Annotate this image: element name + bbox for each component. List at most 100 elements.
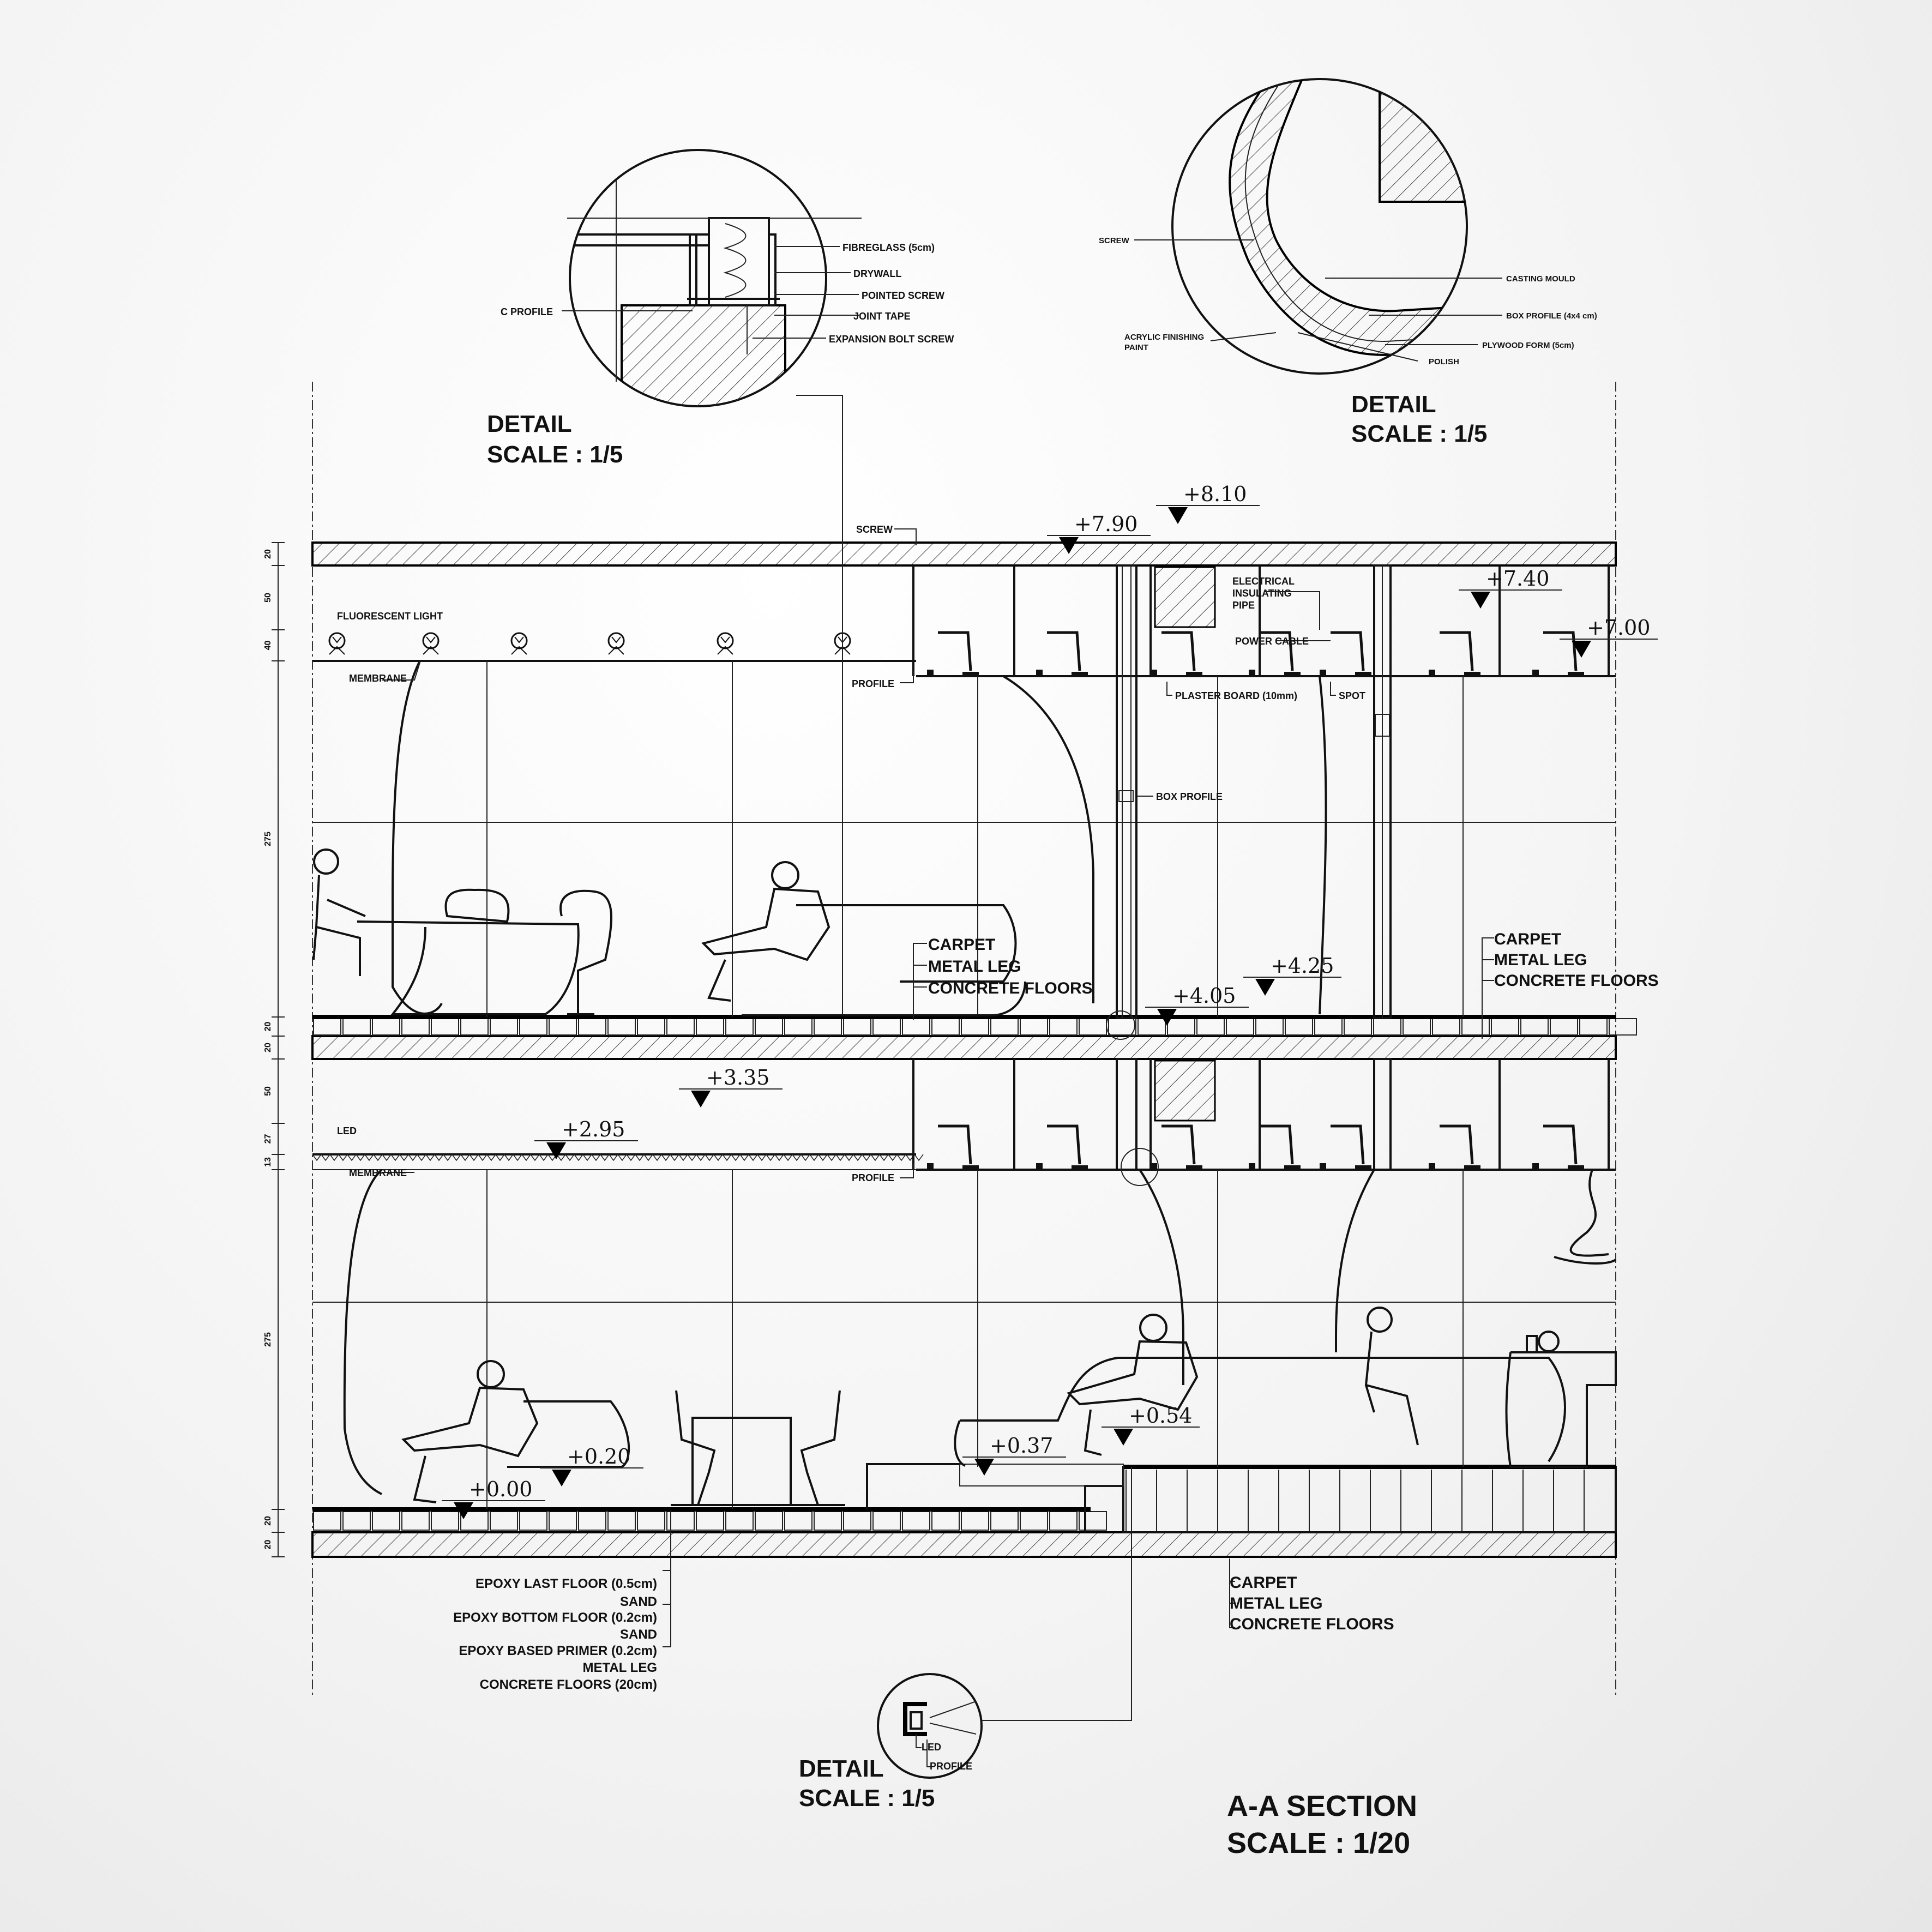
layer-label: CONCRETE FLOORS [1230, 1615, 1394, 1633]
fluorescent-light [717, 632, 734, 649]
floor-tile [1108, 1018, 1136, 1036]
level-value: +0.00 [469, 1477, 532, 1501]
light-rays [511, 636, 527, 655]
section-scale: SCALE : 1/20 [1227, 1827, 1410, 1859]
dimension-value: 40 [263, 641, 273, 651]
layer-label: METAL LEG [1494, 951, 1587, 969]
box-profile-columns [1116, 564, 1392, 1171]
floor-tile [1049, 1018, 1078, 1036]
layer-label: CARPET [928, 936, 995, 954]
level-triangle [1059, 537, 1079, 554]
ceiling-clip [1320, 1163, 1326, 1171]
floor-tile [342, 1018, 371, 1036]
floor-tile [872, 1018, 901, 1036]
detail-label: POINTED SCREW [862, 290, 944, 301]
floor-tile [1550, 1018, 1578, 1036]
elec-label: PIPE [1232, 600, 1255, 611]
fluorescent-light [328, 632, 346, 649]
detail-label: FIBREGLASS (5cm) [842, 242, 935, 253]
window-grid [312, 661, 1616, 1509]
floor-tile [519, 1511, 547, 1531]
floor-tile [372, 1018, 400, 1036]
spot-lamp [1331, 631, 1365, 671]
spot-lamp [1260, 631, 1294, 671]
floor-tile [902, 1018, 930, 1036]
ceiling-clip [1151, 1163, 1157, 1171]
fluorescent-label: FLUORESCENT LIGHT [337, 611, 443, 622]
level-value: +0.20 [567, 1445, 630, 1468]
ceiling-clip [927, 1163, 934, 1171]
floor-tile [784, 1511, 812, 1531]
detail-drywall: FIBREGLASS (5cm) DRYWALL POINTED SCREW J… [487, 149, 954, 1014]
floor-tile [902, 1511, 930, 1531]
floor-tile [1079, 1511, 1107, 1531]
floor-tile [1461, 1018, 1490, 1036]
dimension-value: 50 [263, 593, 273, 603]
floor-tile [1344, 1018, 1372, 1036]
ceiling-clip [1249, 670, 1255, 677]
layer-label: METAL LEG [928, 958, 1021, 976]
floor-tile [607, 1511, 636, 1531]
detail-title: DETAIL [799, 1755, 884, 1782]
level-markers: +8.10+7.90+7.40+7.00+4.25+4.05+3.35+2.95… [442, 482, 1658, 1519]
floor-tile [990, 1511, 1019, 1531]
ceiling-clip [1151, 670, 1157, 677]
floor-tile [1226, 1018, 1254, 1036]
floor-tile [961, 1511, 989, 1531]
floor-tile [1403, 1018, 1431, 1036]
platform-cells [1126, 1470, 1585, 1531]
power-cable-label: POWER CABLE [1235, 636, 1309, 647]
detail-label: PAINT [1124, 343, 1148, 352]
dimension-value: 20 [263, 1540, 273, 1550]
detail-label: EXPANSION BOLT SCREW [829, 334, 954, 345]
raised-floor-upper [313, 1018, 1637, 1036]
floor-tile [490, 1511, 518, 1531]
level-value: +3.35 [706, 1066, 769, 1090]
floor-tile [637, 1018, 665, 1036]
floor-tile [1373, 1018, 1401, 1036]
floor-tile [578, 1018, 606, 1036]
detail-led-profile: LED PROFILE DETAIL SCALE : 1/5 [799, 1467, 1132, 1811]
floor-tile [872, 1511, 901, 1531]
ceiling-clip [1429, 1163, 1435, 1171]
level-value: +4.05 [1172, 984, 1236, 1008]
layer-label: CARPET [1494, 930, 1561, 948]
furniture [312, 848, 1617, 1506]
annotations: SCREW FLUORESCENT LIGHT MEMBRANE PROFILE… [337, 524, 1365, 1183]
floor-tile [725, 1511, 754, 1531]
ceiling-clip [1320, 670, 1326, 677]
detail-label: SCREW [1099, 236, 1130, 245]
elec-label: INSULATING [1232, 588, 1292, 599]
detail-label: PLYWOOD FORM (5cm) [1482, 341, 1574, 350]
level-triangle [1572, 641, 1591, 658]
floor-tile [401, 1511, 430, 1531]
layer-label: SAND [620, 1627, 657, 1642]
detail-label: JOINT TAPE [853, 311, 911, 322]
floor-tile [549, 1511, 577, 1531]
floor-tile [1491, 1018, 1519, 1036]
profile-label: PROFILE [852, 1172, 894, 1183]
led-zigzag [312, 1153, 924, 1161]
section-title: A-A SECTION [1227, 1790, 1417, 1822]
floor-tile [1196, 1018, 1225, 1036]
detail-label: C PROFILE [501, 306, 553, 317]
floor-tile [313, 1018, 341, 1036]
level-triangle [974, 1459, 994, 1476]
detail-scale: SCALE : 1/5 [487, 441, 623, 468]
spot-lamp [1260, 1124, 1294, 1165]
spot-lamp [938, 631, 972, 671]
floor-tile [755, 1511, 783, 1531]
fluorescent-lights [328, 632, 851, 655]
spot-lamp [1161, 1124, 1196, 1165]
floor-tile [431, 1511, 459, 1531]
dimension-value: 13 [263, 1157, 273, 1167]
dimension-value: 20 [263, 1043, 273, 1052]
floor-tile [401, 1018, 430, 1036]
dimension-value: 27 [263, 1134, 273, 1144]
plaster-label: PLASTER BOARD (10mm) [1175, 690, 1297, 701]
spot-lamp [1331, 1124, 1365, 1165]
floor-tile [1255, 1018, 1284, 1036]
fluorescent-light [607, 632, 625, 649]
dimension-value: 20 [263, 1022, 273, 1032]
